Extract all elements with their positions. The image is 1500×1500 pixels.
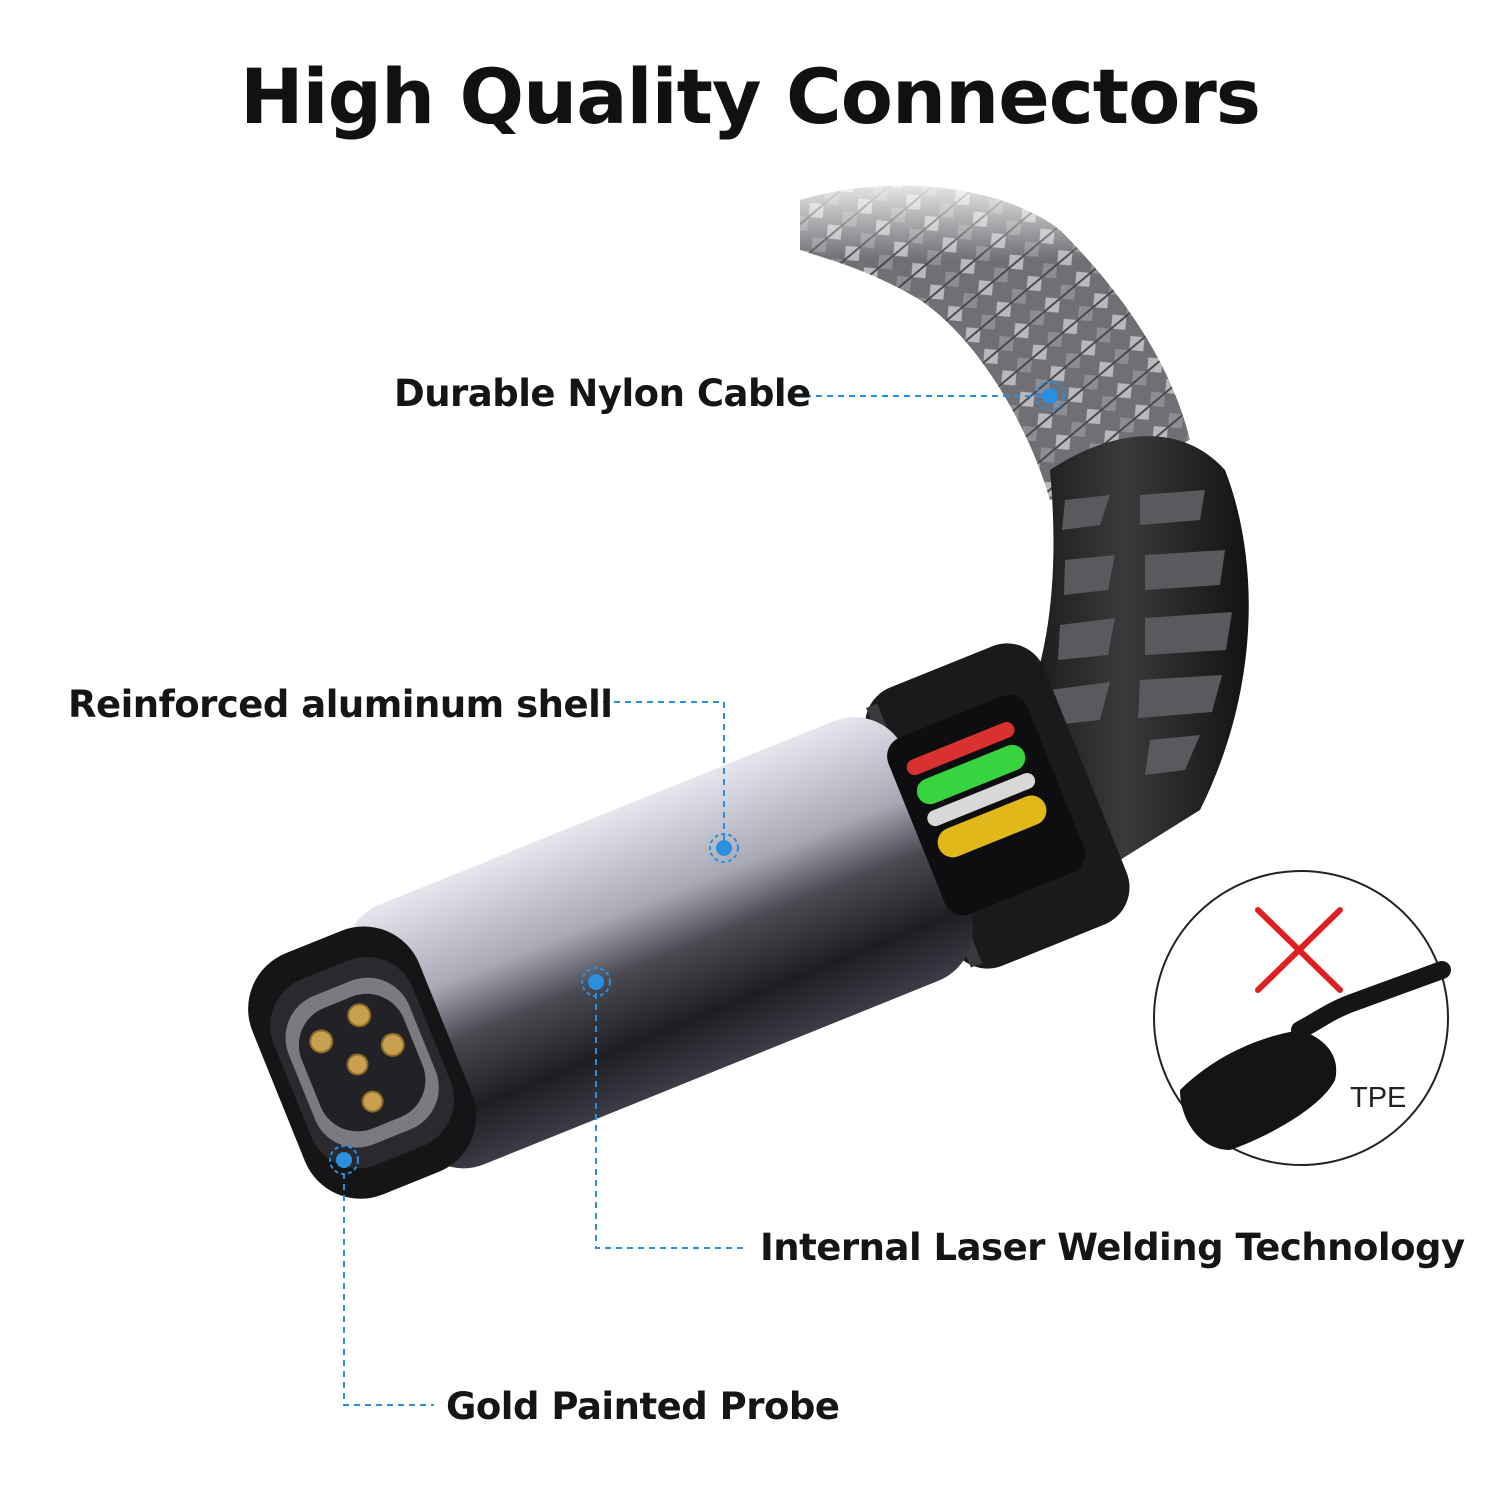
callout-dot-laser [588,974,604,990]
cross-mark-icon [1255,907,1343,993]
page-title: High Quality Connectors [239,52,1261,141]
label-aluminum-shell: Reinforced aluminum shell [68,683,613,726]
callout-dot-probe [336,1152,352,1168]
nylon-cable [780,170,1190,501]
label-laser-welding: Internal Laser Welding Technology [760,1226,1465,1269]
callout-lines [343,395,1048,1406]
label-nylon-cable: Durable Nylon Cable [394,372,811,415]
tpe-inset [1153,870,1451,1166]
callout-dot-nylon [1042,388,1058,404]
connector-body [248,643,1130,1199]
label-gold-probe: Gold Painted Probe [446,1385,840,1428]
tpe-label: TPE [1350,1082,1407,1114]
callout-dots [329,381,1065,1175]
callout-dot-shell [716,840,732,856]
